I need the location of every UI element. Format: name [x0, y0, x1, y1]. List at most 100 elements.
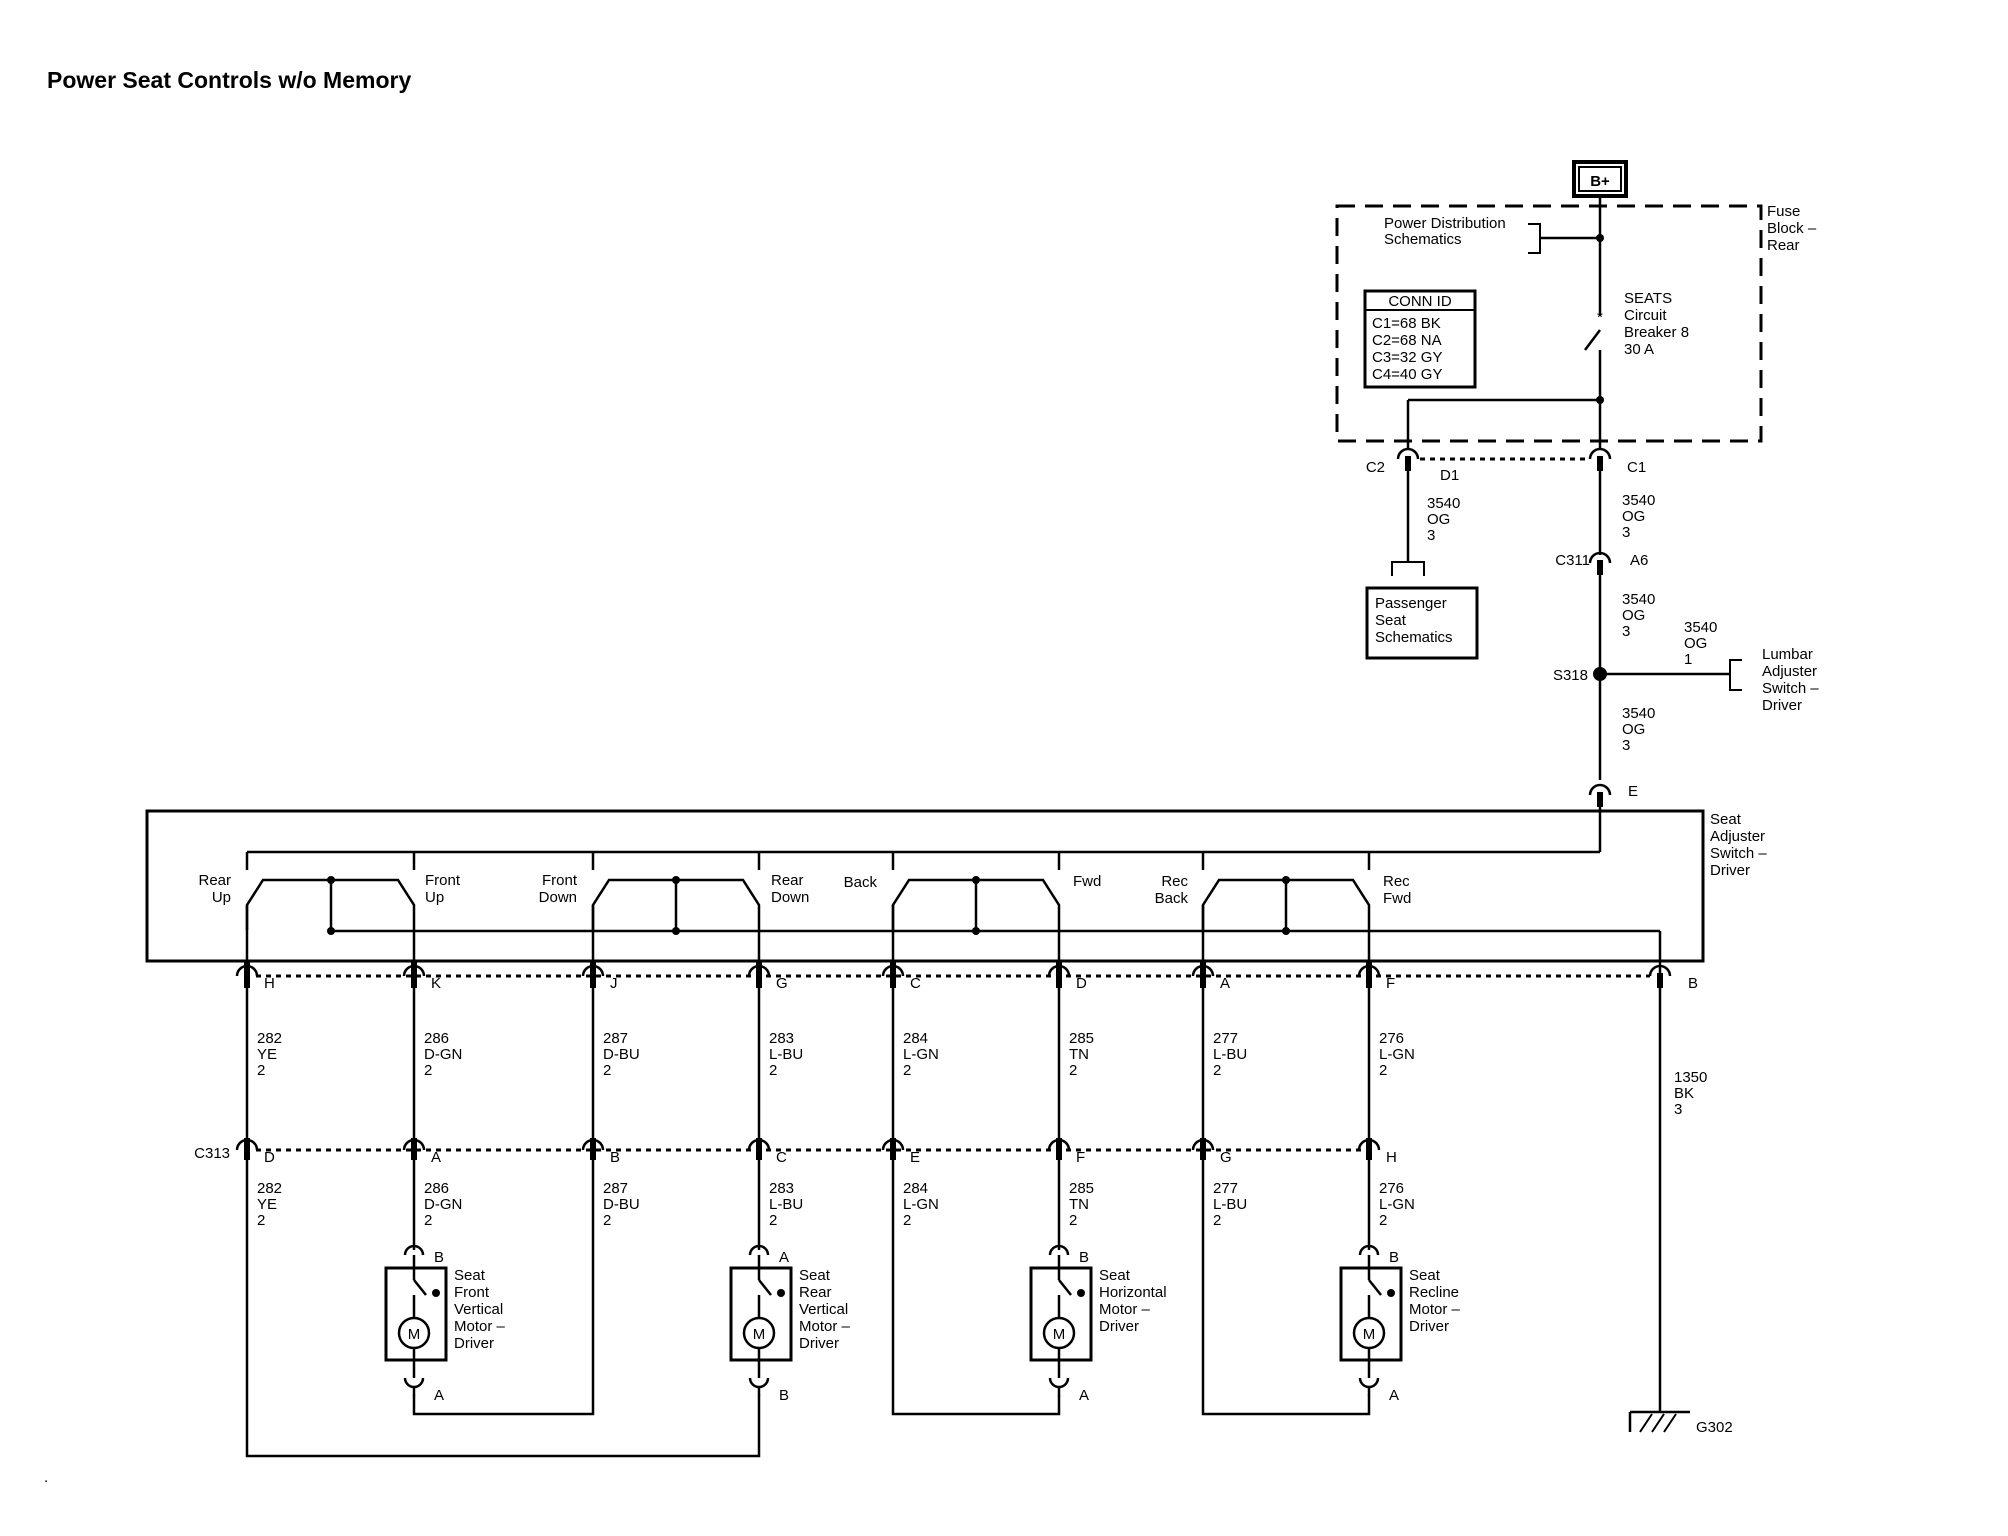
fuse-block-outline [1335, 204, 1763, 443]
bottom-pin-label: B [610, 1149, 620, 1166]
wire-size-label: 2 [769, 1212, 777, 1229]
svg-text:OG: OG [1622, 508, 1645, 525]
wire-color-label: YE [257, 1196, 277, 1213]
fuse-block-label: Fuse Block – Rear [1767, 203, 1817, 254]
wire-circuit-label: 283 [769, 1180, 794, 1197]
motor-label: Driver [1099, 1318, 1139, 1335]
battery-label: B+ [1590, 173, 1610, 190]
motor-symbol: M [408, 1326, 421, 1343]
svg-text:Driver: Driver [1710, 862, 1750, 879]
wire-circuit-label: 282 [257, 1180, 282, 1197]
svg-text:G302: G302 [1696, 1419, 1733, 1436]
motor-top-pin: B [1389, 1249, 1399, 1266]
switch-contacts [245, 876, 1371, 960]
wire-circuit-label: 283 [769, 1030, 794, 1047]
connector-c313-label: C313 [194, 1145, 230, 1162]
lumbar-switch-ref: Lumbar Adjuster Switch – Driver [1762, 646, 1819, 714]
svg-text:Circuit: Circuit [1624, 307, 1667, 324]
wire-circuit-label: 277 [1213, 1180, 1238, 1197]
wire-size-label: 2 [424, 1062, 432, 1079]
motor-bottom-pin: A [1079, 1387, 1089, 1404]
wire-color-label: D-BU [603, 1196, 640, 1213]
top-pin-label: A [1220, 975, 1230, 992]
svg-text:SEATS: SEATS [1624, 290, 1672, 307]
svg-text:Schematics: Schematics [1384, 231, 1462, 248]
wire-size-label: 2 [1069, 1212, 1077, 1229]
svg-text:Rear: Rear [771, 872, 804, 889]
motor-label: Driver [799, 1335, 839, 1352]
svg-text:3: 3 [1674, 1101, 1682, 1118]
wire-color-label: L-BU [1213, 1196, 1247, 1213]
svg-text:Rear: Rear [198, 872, 231, 889]
svg-text:D1: D1 [1440, 467, 1459, 484]
svg-text:Fwd: Fwd [1383, 890, 1411, 907]
motor-label: Recline [1409, 1284, 1459, 1301]
svg-text:Front: Front [425, 872, 461, 889]
svg-text:Back: Back [844, 874, 878, 891]
motor-label: Vertical [454, 1301, 503, 1318]
motor-return-wires [245, 1160, 1371, 1458]
motor-top-pin: B [1079, 1249, 1089, 1266]
svg-text:Seat: Seat [1375, 612, 1407, 629]
bottom-pin-label: C [776, 1149, 787, 1166]
svg-text:3540: 3540 [1622, 492, 1655, 509]
svg-text:3: 3 [1622, 737, 1630, 754]
svg-text:C2: C2 [1366, 459, 1385, 476]
wire-color-label: L-GN [1379, 1196, 1415, 1213]
wire-color-label: TN [1069, 1046, 1089, 1063]
motor-label: Rear [799, 1284, 832, 1301]
svg-text:30 A: 30 A [1624, 341, 1654, 358]
connector-c1: C1 [1588, 447, 1646, 476]
motor-label: Motor – [799, 1318, 851, 1335]
svg-text:BK: BK [1674, 1085, 1694, 1102]
motor-label: Seat [1409, 1267, 1441, 1284]
svg-text:OG: OG [1622, 721, 1645, 738]
wire-size-label: 2 [257, 1062, 265, 1079]
svg-text:CONN ID: CONN ID [1388, 293, 1452, 310]
svg-text:Driver: Driver [1762, 697, 1802, 714]
motor-label: Seat [799, 1267, 831, 1284]
connector-c2-d1: C2 D1 [1366, 447, 1459, 484]
switch-direction-labels: Rear Up Front Up Front Down Rear Down Ba… [198, 872, 1411, 907]
svg-text:Block –: Block – [1767, 220, 1817, 237]
wire-circuit-label: 285 [1069, 1030, 1094, 1047]
svg-text:C1: C1 [1627, 459, 1646, 476]
svg-text:Fwd: Fwd [1073, 873, 1101, 890]
motor-symbol: M [753, 1326, 766, 1343]
svg-text:C1=68 BK: C1=68 BK [1372, 315, 1441, 332]
svg-text:OG: OG [1622, 607, 1645, 624]
top-pin-label: G [776, 975, 788, 992]
svg-text:Adjuster: Adjuster [1762, 663, 1817, 680]
wire-size-label: 2 [1379, 1212, 1387, 1229]
wire-3540-s318-label: 3540 OG 3 [1622, 705, 1655, 754]
motor-bottom-pin: B [779, 1387, 789, 1404]
diagram-title: Power Seat Controls w/o Memory [47, 67, 411, 93]
bottom-pin-label: A [431, 1149, 441, 1166]
svg-text:Schematics: Schematics [1375, 629, 1453, 646]
switch-power-stubs [245, 852, 1371, 870]
wire-color-label: D-GN [424, 1196, 462, 1213]
svg-text:1: 1 [1684, 651, 1692, 668]
svg-text:C2=68 NA: C2=68 NA [1372, 332, 1442, 349]
wire-3540-lumbar-label: 3540 OG 1 [1684, 619, 1717, 668]
motor-label: Vertical [799, 1301, 848, 1318]
svg-text:3540: 3540 [1684, 619, 1717, 636]
svg-text:Seat: Seat [1710, 811, 1742, 828]
top-pin-label: C [910, 975, 921, 992]
power-distribution-ref: Power Distribution Schematics [1384, 215, 1506, 248]
motor-symbol: M [1053, 1326, 1066, 1343]
svg-text:3: 3 [1622, 524, 1630, 541]
wire-size-label: 2 [769, 1062, 777, 1079]
svg-text:Rear: Rear [1767, 237, 1800, 254]
harness-columns: H282YE2D282YE2K286D-GN2A286D-GN2J287D-BU… [235, 960, 1415, 1229]
